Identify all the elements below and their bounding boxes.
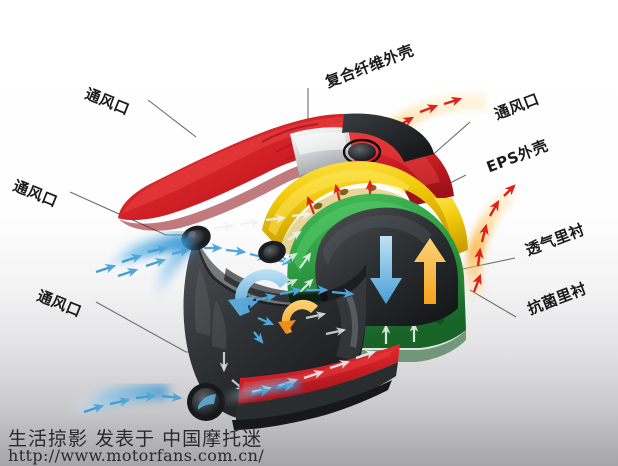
cool-airflow-eps-surface (283, 230, 302, 288)
cool-airflow-front-edge (144, 237, 197, 303)
watermark-url: http://www.motorfans.com.cn/ (8, 446, 265, 465)
vent-port-chin (187, 383, 225, 421)
vent-port-upper-right (258, 240, 286, 264)
cool-airflow-left-upper (94, 232, 191, 278)
interior-airflow-arrows (370, 236, 446, 304)
cool-airflow-chin-exit (220, 378, 301, 406)
cool-airflow-peak (213, 210, 313, 232)
hot-airflow-exit-right (465, 184, 516, 299)
cool-airflow-left-lower (66, 384, 183, 419)
watermark-author: 生活掠影 发表于 中国摩托迷 (8, 428, 263, 450)
